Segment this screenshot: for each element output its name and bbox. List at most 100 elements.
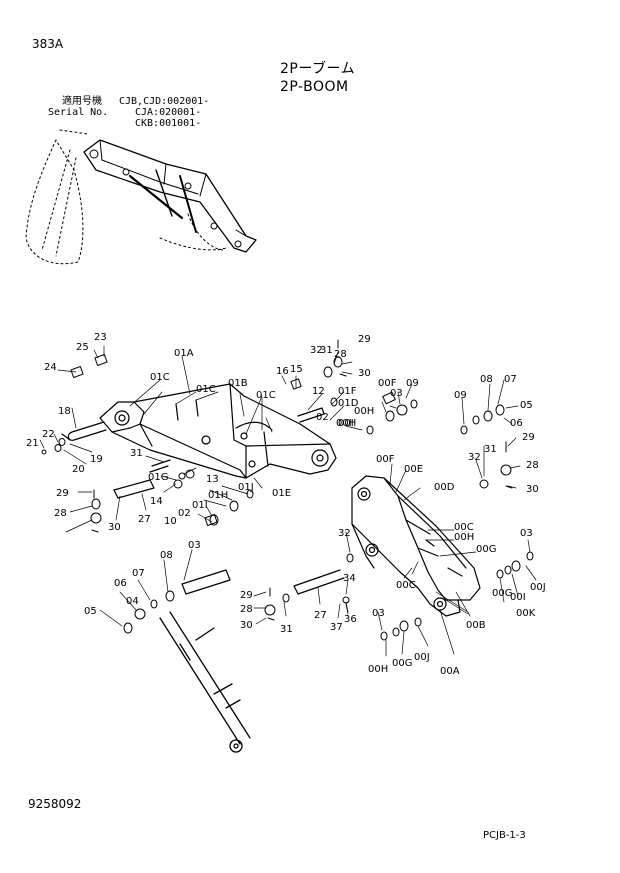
callout-label: 31 [130, 448, 143, 459]
callout-label: 00I [338, 418, 354, 429]
callout-label: 06 [510, 418, 523, 429]
callout-label: 03 [372, 608, 385, 619]
callout-label: 21 [26, 438, 39, 449]
callout-label: 29 [240, 590, 253, 601]
callout-label: 22 [42, 429, 55, 440]
serial-code: CJB,CJD:002001- [119, 96, 210, 107]
callout-label: 29 [358, 334, 371, 345]
callout-label: 05 [520, 400, 533, 411]
callout-label: 27 [314, 610, 327, 621]
callout-label: 19 [90, 454, 103, 465]
callout-label: 28 [240, 604, 253, 615]
callout-label: 30 [358, 368, 371, 379]
callout-label: 01C [150, 372, 170, 383]
callout-label: 14 [150, 496, 163, 507]
callout-labels-repeat: 02 03 03 03 05 06 07 08 09 27 28 28 28 2… [240, 334, 539, 675]
callout-label: 01E [272, 488, 291, 499]
callout-label: 00A [440, 666, 460, 677]
callout-label: 31 [484, 444, 497, 455]
callout-label: 01H [208, 490, 228, 501]
title-en: 2P-BOOM [280, 79, 349, 95]
callout-label: 18 [58, 406, 71, 417]
callout-label: 00I [510, 592, 526, 603]
callout-label: 32 [310, 345, 323, 356]
callout-label: 07 [504, 374, 517, 385]
callout-label: 15 [290, 364, 303, 375]
callout-label: 37 [330, 622, 343, 633]
callout-label: 00J [530, 582, 546, 593]
callout-label: 29 [56, 488, 69, 499]
callout-label: 03 [188, 540, 201, 551]
callout-label: 00B [466, 620, 486, 631]
boom-cylinder [159, 611, 251, 753]
callout-label: 20 [72, 464, 85, 475]
drawing-number: 9258092 [28, 797, 82, 811]
serial-label-jp: 適用号機 [62, 96, 102, 107]
callout-label: 24 [44, 362, 57, 373]
callout-label: 13 [206, 474, 219, 485]
callout-label: 04 [126, 596, 139, 607]
callout-label: 16 [276, 366, 289, 377]
callout-label: 12 [312, 386, 325, 397]
callout-label: 00C [454, 522, 474, 533]
callout-label: 00G [492, 588, 512, 599]
callout-label: 31 [320, 345, 333, 356]
callout-label: 01J [238, 482, 254, 493]
callout-label: 34 [343, 573, 356, 584]
callout-label: 01C [256, 390, 276, 401]
callout-label: 00C [396, 580, 416, 591]
callout-label: 01F [338, 386, 357, 397]
callout-label: 31 [280, 624, 293, 635]
callout-label: 32 [468, 452, 481, 463]
callout-label: 30 [108, 522, 121, 533]
callout-label: 05 [84, 606, 97, 617]
serial-code: CJA:020001- [135, 107, 202, 118]
callout-label: 08 [160, 550, 173, 561]
boom-upper-section [99, 383, 337, 479]
callout-label: 01D [338, 398, 359, 409]
callout-label: 06 [114, 578, 127, 589]
boom-lower-section [351, 475, 481, 617]
callout-label: 01I [192, 500, 208, 511]
callout-label: 09 [406, 378, 419, 389]
serial-code: CKB:001001- [135, 118, 202, 129]
callout-label: 00H [354, 406, 374, 417]
callout-label: 01G [148, 472, 168, 483]
callout-label: 08 [480, 374, 493, 385]
callout-label: 28 [54, 508, 67, 519]
callout-label: 28 [526, 460, 539, 471]
callout-label: 27 [138, 514, 151, 525]
callout-label: 09 [454, 390, 467, 401]
callout-label: 10 [164, 516, 177, 527]
callout-label: 02 [178, 508, 191, 519]
callout-label: 01A [174, 348, 194, 359]
callout-label: 36 [344, 614, 357, 625]
title-jp: 2Pーブーム [280, 61, 356, 77]
callout-label: 25 [76, 342, 89, 353]
pins [61, 407, 345, 595]
serial-label-en: Serial No. [48, 107, 109, 118]
callout-label: 07 [132, 568, 145, 579]
callout-label: 01B [228, 378, 248, 389]
callout-label: 29 [522, 432, 535, 443]
callout-label: 03 [520, 528, 533, 539]
callout-label: 23 [94, 332, 107, 343]
page-ref: PCJB-1-3 [483, 830, 526, 841]
callout-label: 00K [516, 608, 536, 619]
leader-lines [39, 345, 537, 657]
callout-labels: 01A 01B 01C 01C 01C 01D 01E 01F 01G 01H … [26, 332, 546, 677]
small-parts [41, 339, 534, 641]
callout-label: 00H [336, 418, 356, 429]
inset-machine-overview [25, 129, 257, 265]
callout-label: 03 [390, 388, 403, 399]
callout-label: 00H [368, 664, 388, 675]
callout-label: 00D [434, 482, 455, 493]
page-id: 383A [32, 37, 64, 51]
callout-label: 00F [376, 454, 395, 465]
callout-label: 00H [454, 532, 474, 543]
callout-label: 00E [404, 464, 423, 475]
callout-label: 30 [526, 484, 539, 495]
callout-label: 00G [476, 544, 496, 555]
callout-label: 28 [334, 349, 347, 360]
callout-label: 00J [414, 652, 430, 663]
